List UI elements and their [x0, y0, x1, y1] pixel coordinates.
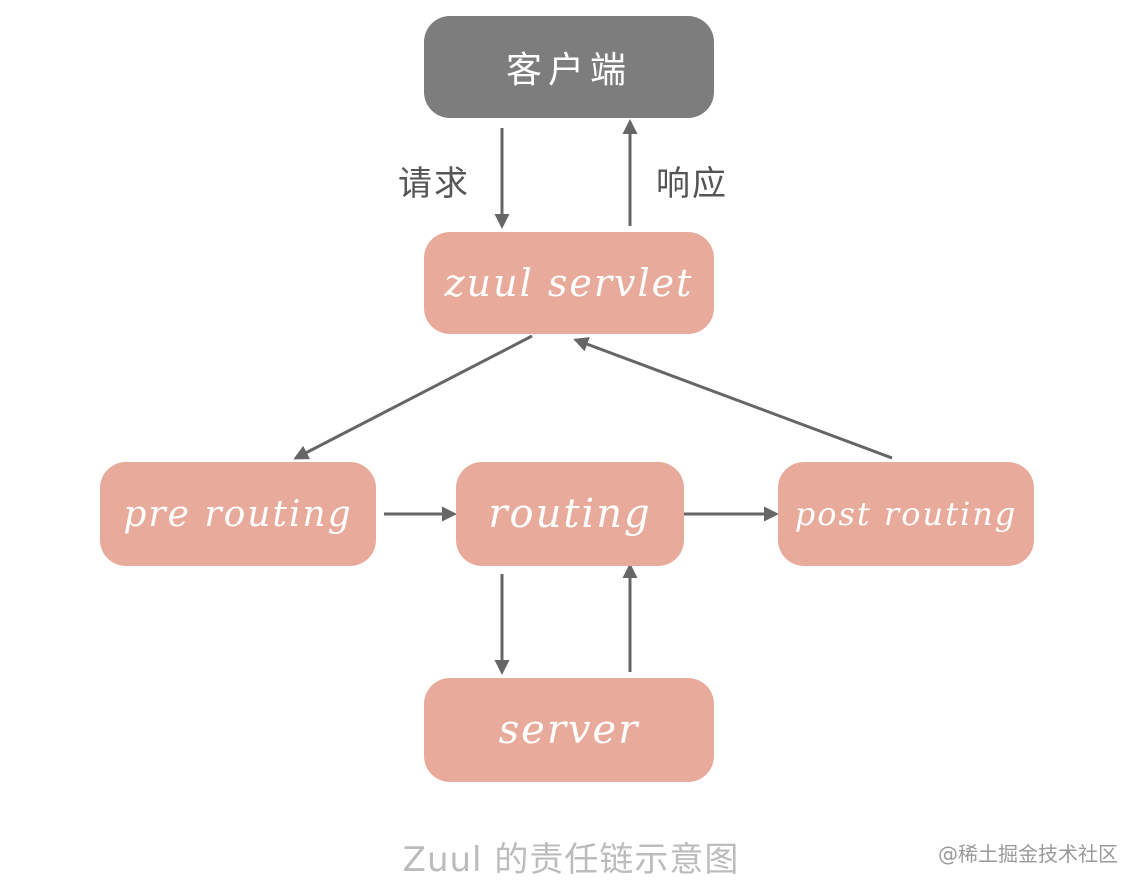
post-routing-node-label: post routing: [794, 495, 1018, 533]
diagram-caption: Zuul 的责任链示意图: [402, 840, 740, 880]
watermark: @稀土掘金技术社区: [938, 842, 1118, 866]
client-node-label: 客户端: [505, 50, 632, 91]
zuul-servlet-node-label: zuul servlet: [444, 261, 694, 305]
zuul-servlet-node: zuul servlet: [424, 232, 714, 334]
pre-routing-node: pre routing: [100, 462, 376, 566]
routing-node-label: routing: [488, 491, 652, 537]
post-routing-node: post routing: [778, 462, 1034, 566]
client-node: 客户端: [424, 16, 714, 118]
server-node: server: [424, 678, 714, 782]
routing-node: routing: [456, 462, 684, 566]
post-routing-to-servlet-arrow: [573, 337, 893, 460]
request-label: 请求: [398, 164, 470, 204]
pre-routing-node-label: pre routing: [123, 493, 353, 535]
servlet-to-pre-routing-arrow: [293, 334, 533, 460]
response-label: 响应: [656, 164, 728, 204]
server-node-label: server: [498, 707, 640, 753]
